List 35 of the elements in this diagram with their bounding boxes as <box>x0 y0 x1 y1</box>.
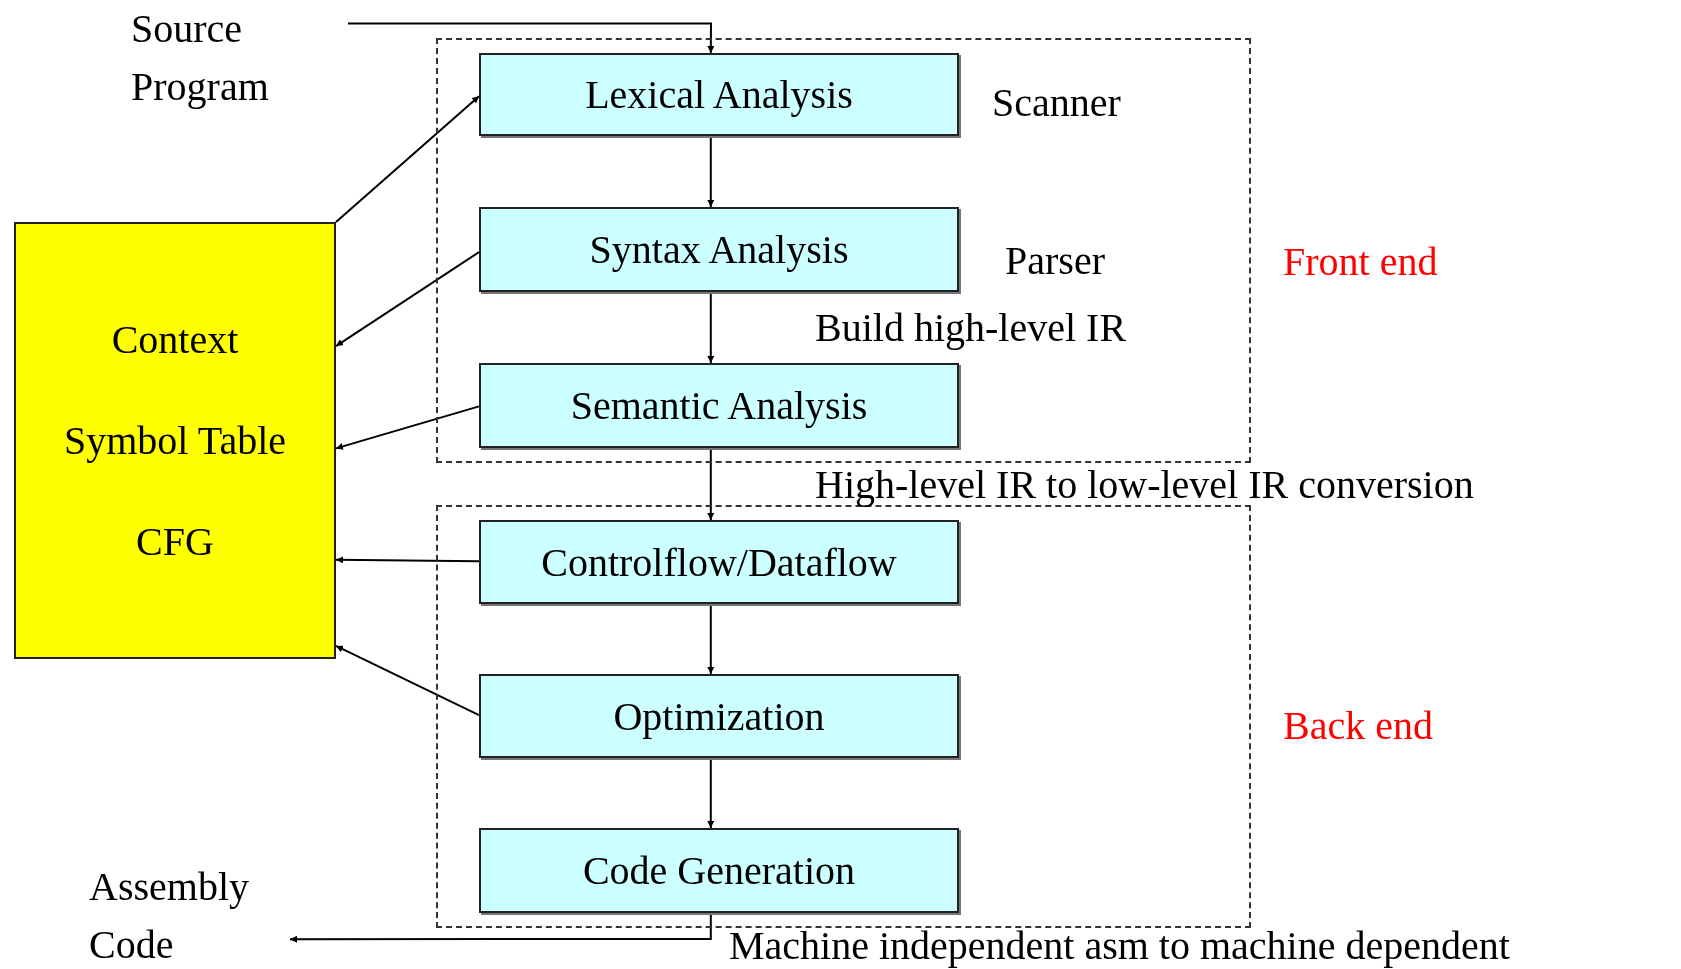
arrow <box>335 644 480 717</box>
group-title: Front end <box>1283 237 1438 285</box>
store-item: Symbol Table <box>64 417 286 464</box>
arrow <box>707 447 715 521</box>
arrow <box>707 135 715 208</box>
arrow <box>347 22 715 54</box>
io-label: Source Program <box>131 5 270 111</box>
process-box <box>479 363 959 448</box>
arrow <box>335 405 480 450</box>
arrow <box>707 603 715 675</box>
process-label: Semantic Analysis <box>570 382 868 429</box>
arrow <box>707 291 715 364</box>
edge-label: Machine independent asm to machine dependent <box>729 921 1510 969</box>
process-label: Controlflow/Dataflow <box>541 538 897 586</box>
edge-label: High-level IR to low-level IR conversion <box>815 460 1474 508</box>
io-label: Assembly Code <box>89 863 250 969</box>
process-box <box>479 828 959 913</box>
process-label: Code Generation <box>582 847 856 894</box>
group-title: Back end <box>1283 701 1433 749</box>
arrow <box>707 757 715 829</box>
role-label: Parser <box>1005 236 1105 284</box>
store-item: CFG <box>136 518 214 565</box>
arrow <box>335 556 480 564</box>
data-store-box <box>14 222 336 659</box>
arrow <box>335 95 480 223</box>
process-box <box>479 520 959 604</box>
process-box <box>479 674 959 758</box>
process-label: Syntax Analysis <box>589 226 849 273</box>
store-item: Context <box>111 316 239 363</box>
process-label: Optimization <box>613 692 825 740</box>
arrow <box>335 251 480 348</box>
role-label: Scanner <box>992 78 1121 126</box>
process-label: Lexical Analysis <box>585 71 853 118</box>
edge-label: Build high-level IR <box>815 303 1127 351</box>
arrow <box>289 912 712 943</box>
